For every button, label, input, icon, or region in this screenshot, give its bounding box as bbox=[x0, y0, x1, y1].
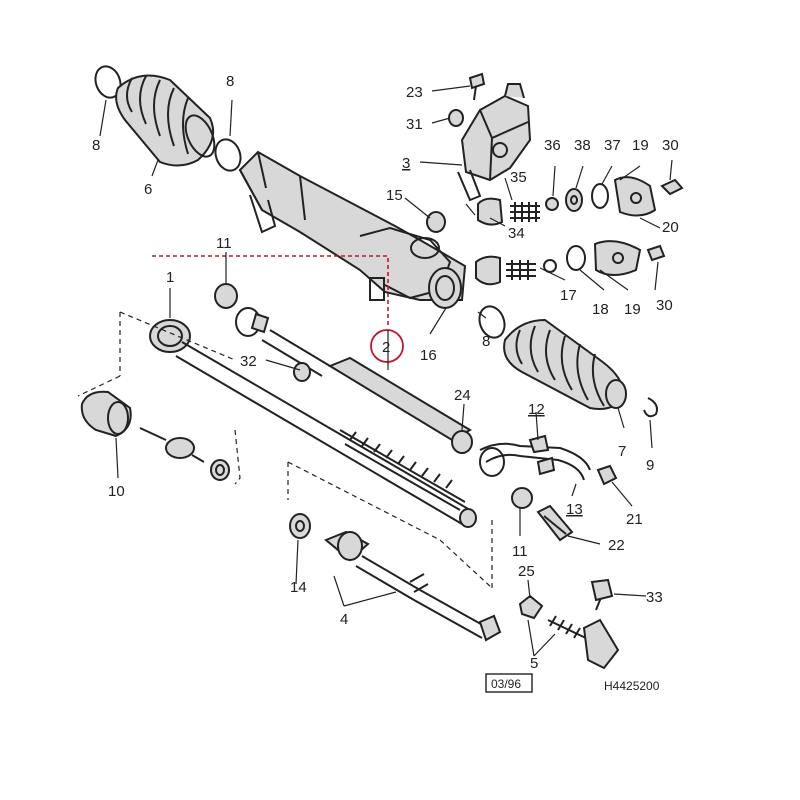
label-33: 33 bbox=[646, 589, 663, 606]
label-25: 25 bbox=[518, 563, 535, 580]
label-38: 38 bbox=[574, 137, 591, 154]
cylinder-2 bbox=[261, 329, 472, 442]
transfer-pipes bbox=[451, 430, 618, 509]
label-8-top: 8 bbox=[226, 73, 234, 90]
drawing-number: H4425200 bbox=[604, 679, 660, 693]
boot-7 bbox=[478, 305, 658, 418]
label-8-left: 8 bbox=[92, 137, 100, 154]
label-31: 31 bbox=[406, 116, 423, 133]
label-8-right: 8 bbox=[482, 333, 490, 350]
label-36: 36 bbox=[544, 137, 561, 154]
label-19-lower: 19 bbox=[624, 301, 641, 318]
label-19-upper: 19 bbox=[632, 137, 649, 154]
label-3: 3 bbox=[402, 155, 410, 172]
ring-8-left bbox=[214, 138, 242, 172]
tie-rod-end-5 bbox=[518, 578, 620, 670]
date-code-box: 03/96 bbox=[485, 673, 533, 693]
label-5: 5 bbox=[530, 655, 538, 672]
highlight-circle bbox=[370, 329, 404, 363]
label-32: 32 bbox=[240, 353, 257, 370]
label-15: 15 bbox=[386, 187, 403, 204]
leader-lines bbox=[99, 85, 673, 657]
label-12: 12 bbox=[528, 401, 545, 418]
bush-11-upper bbox=[214, 283, 238, 309]
label-20: 20 bbox=[662, 219, 679, 236]
label-21: 21 bbox=[626, 511, 643, 528]
label-18: 18 bbox=[592, 301, 609, 318]
yoke-assembly-upper bbox=[477, 176, 684, 226]
rack-bar bbox=[149, 319, 477, 528]
label-2: 2 bbox=[382, 339, 390, 356]
label-30-upper: 30 bbox=[662, 137, 679, 154]
label-7: 7 bbox=[618, 443, 626, 460]
tie-rod-4 bbox=[324, 530, 502, 642]
label-14: 14 bbox=[290, 579, 307, 596]
label-1: 1 bbox=[166, 269, 174, 286]
tie-rod-end-10 bbox=[80, 390, 230, 481]
label-24: 24 bbox=[454, 387, 471, 404]
label-23: 23 bbox=[406, 84, 423, 101]
label-10: 10 bbox=[108, 483, 125, 500]
boot-6 bbox=[94, 65, 216, 167]
label-11-upper: 11 bbox=[216, 235, 232, 252]
label-34: 34 bbox=[508, 225, 525, 242]
rack-housing bbox=[238, 150, 467, 309]
highlight-leader bbox=[152, 255, 389, 328]
label-9: 9 bbox=[646, 457, 654, 474]
label-22: 22 bbox=[608, 537, 625, 554]
bolt-23 bbox=[468, 72, 486, 101]
ball-joint-32 bbox=[235, 307, 311, 382]
bolt-22 bbox=[536, 504, 574, 542]
washer-31 bbox=[448, 109, 464, 127]
label-6: 6 bbox=[144, 181, 152, 198]
part-labels: 23 31 3 15 8 6 8 1 11 32 2 16 8 36 38 37… bbox=[92, 73, 679, 672]
yoke-assembly-lower bbox=[475, 240, 666, 286]
washer-14 bbox=[289, 513, 311, 539]
seal-15 bbox=[426, 211, 446, 233]
label-17: 17 bbox=[560, 287, 577, 304]
label-37: 37 bbox=[604, 137, 621, 154]
label-4: 4 bbox=[340, 611, 348, 628]
date-code: 03/96 bbox=[491, 677, 521, 691]
label-16: 16 bbox=[420, 347, 437, 364]
label-35: 35 bbox=[510, 169, 527, 186]
label-30-lower: 30 bbox=[656, 297, 673, 314]
pinion-valve-3 bbox=[457, 83, 532, 202]
group-box-left bbox=[77, 311, 241, 485]
label-13: 13 bbox=[566, 501, 583, 518]
group-box-lower bbox=[287, 461, 493, 589]
label-11-lower: 11 bbox=[512, 543, 528, 560]
